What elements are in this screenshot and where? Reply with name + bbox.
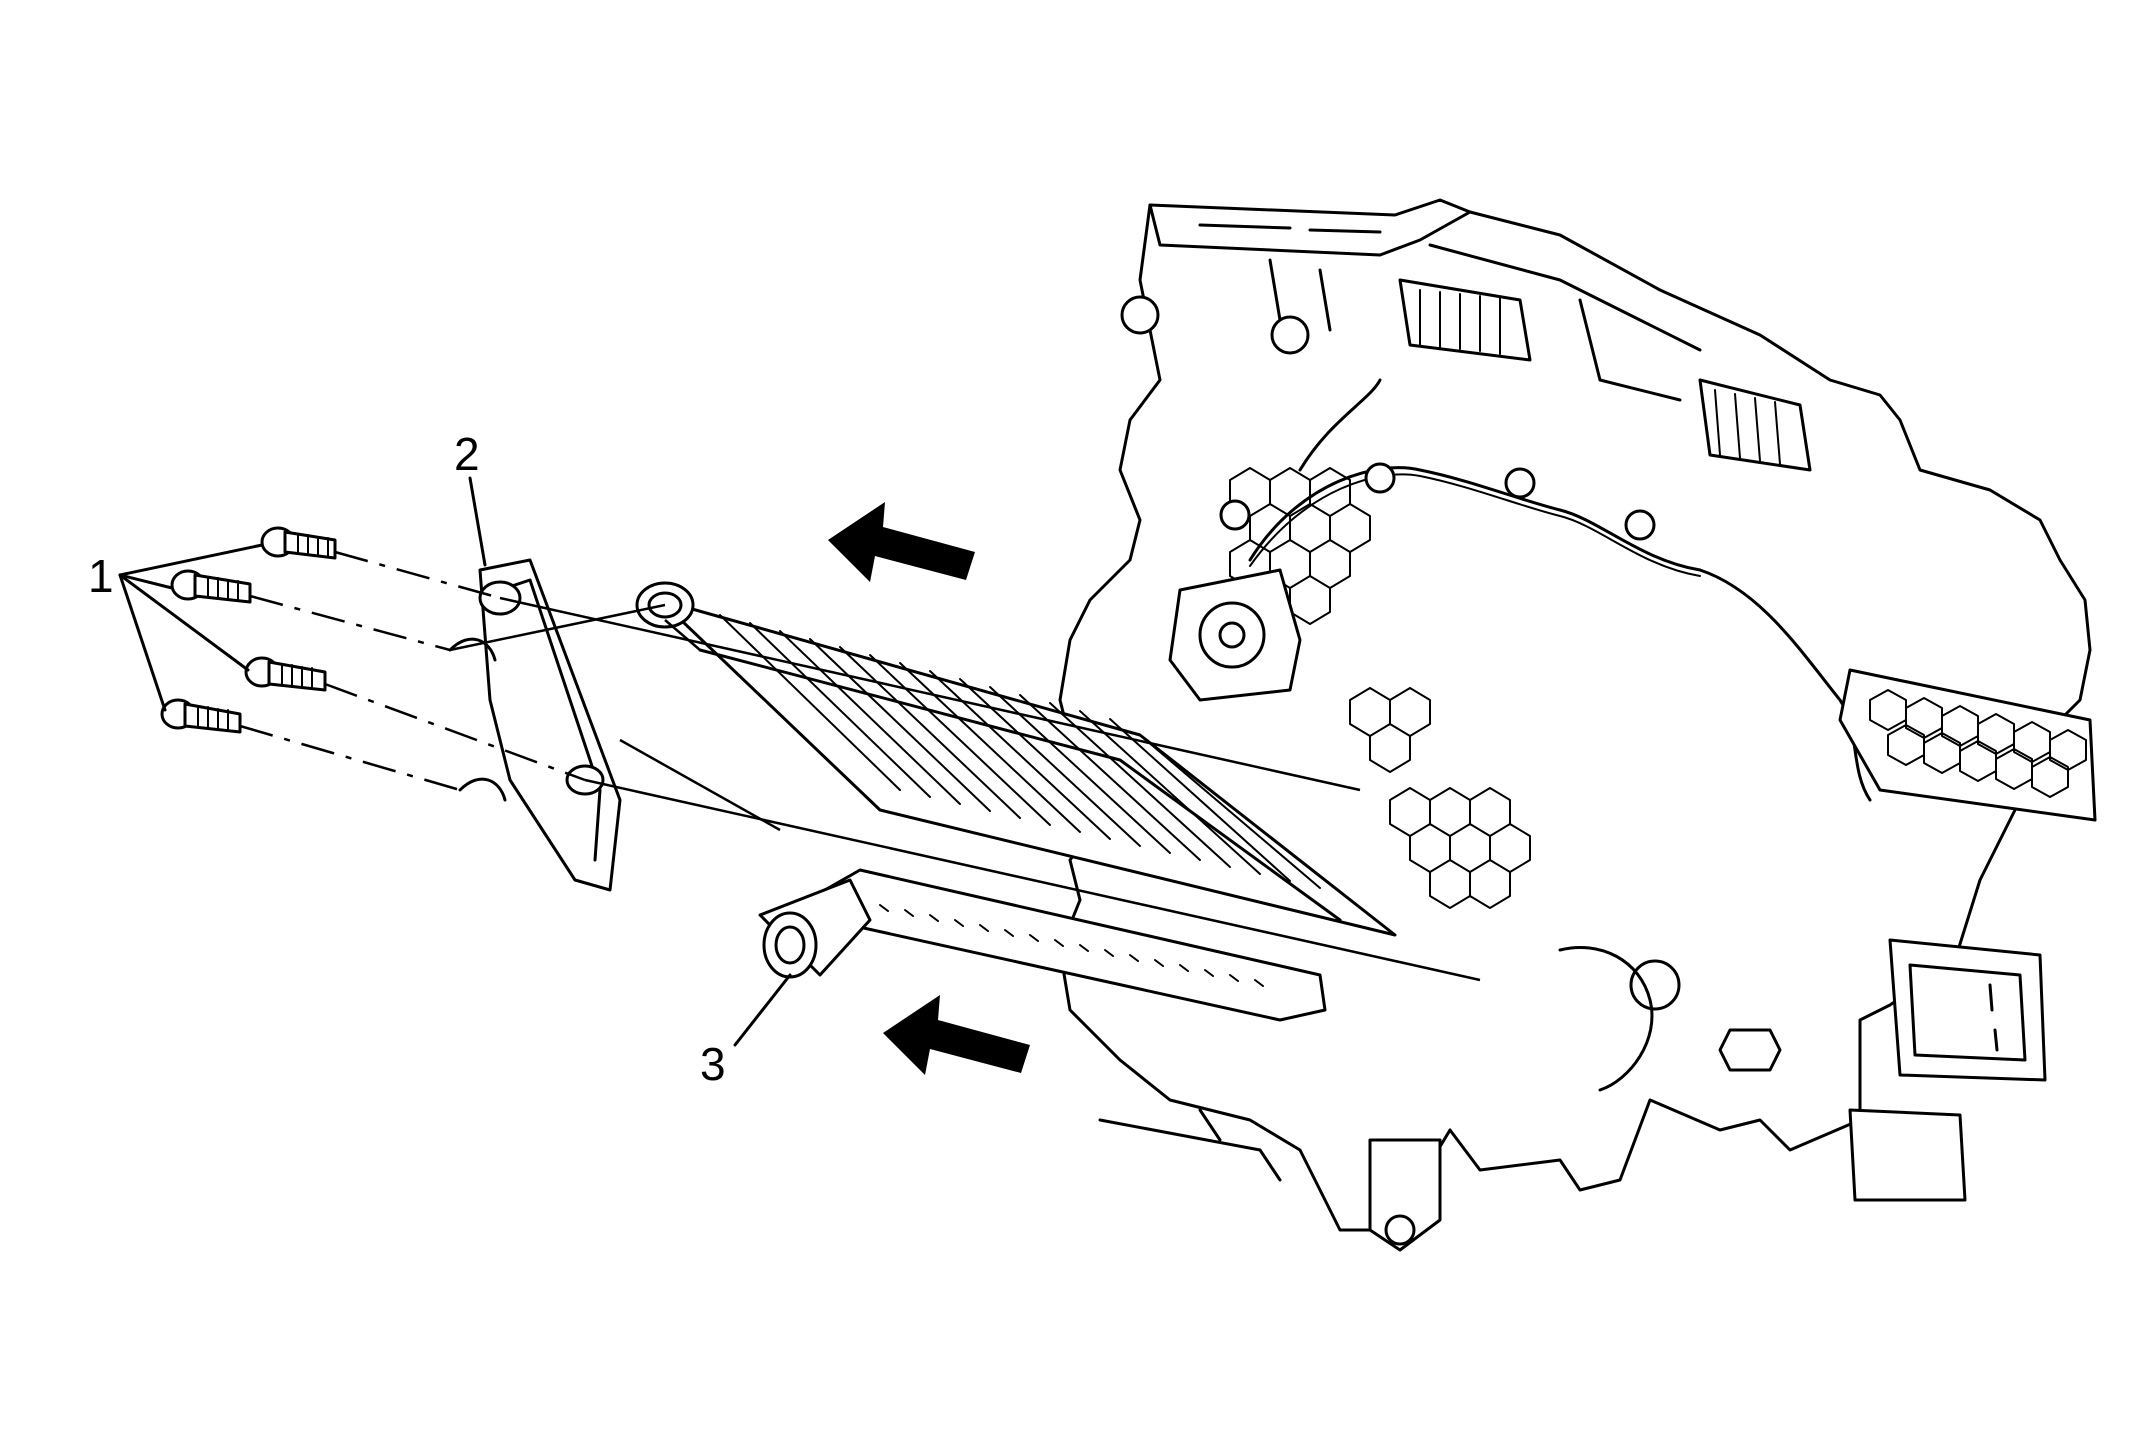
lower-removal-arrow xyxy=(883,995,1030,1075)
bolt-2 xyxy=(170,569,252,604)
upper-removal-arrow xyxy=(828,502,975,582)
bolt-1 xyxy=(260,526,337,560)
hvac-module-housing xyxy=(1058,198,2097,1252)
callout-label-heater-core: 3 xyxy=(700,1038,726,1090)
callout-label-bolts: 1 xyxy=(88,550,114,602)
bolts xyxy=(160,526,337,734)
bolt-4 xyxy=(160,698,242,734)
heater-core-fins xyxy=(719,614,1321,889)
heater-core xyxy=(635,581,1397,1022)
callout-leaders xyxy=(118,476,792,1047)
blower-filter-grille xyxy=(1838,668,2097,822)
bolt-3 xyxy=(244,656,327,692)
callout-label-bracket: 2 xyxy=(454,428,480,480)
actuator-motor xyxy=(1168,568,1302,702)
alignment-guides xyxy=(239,550,1481,982)
heater-core-bracket xyxy=(448,558,622,892)
